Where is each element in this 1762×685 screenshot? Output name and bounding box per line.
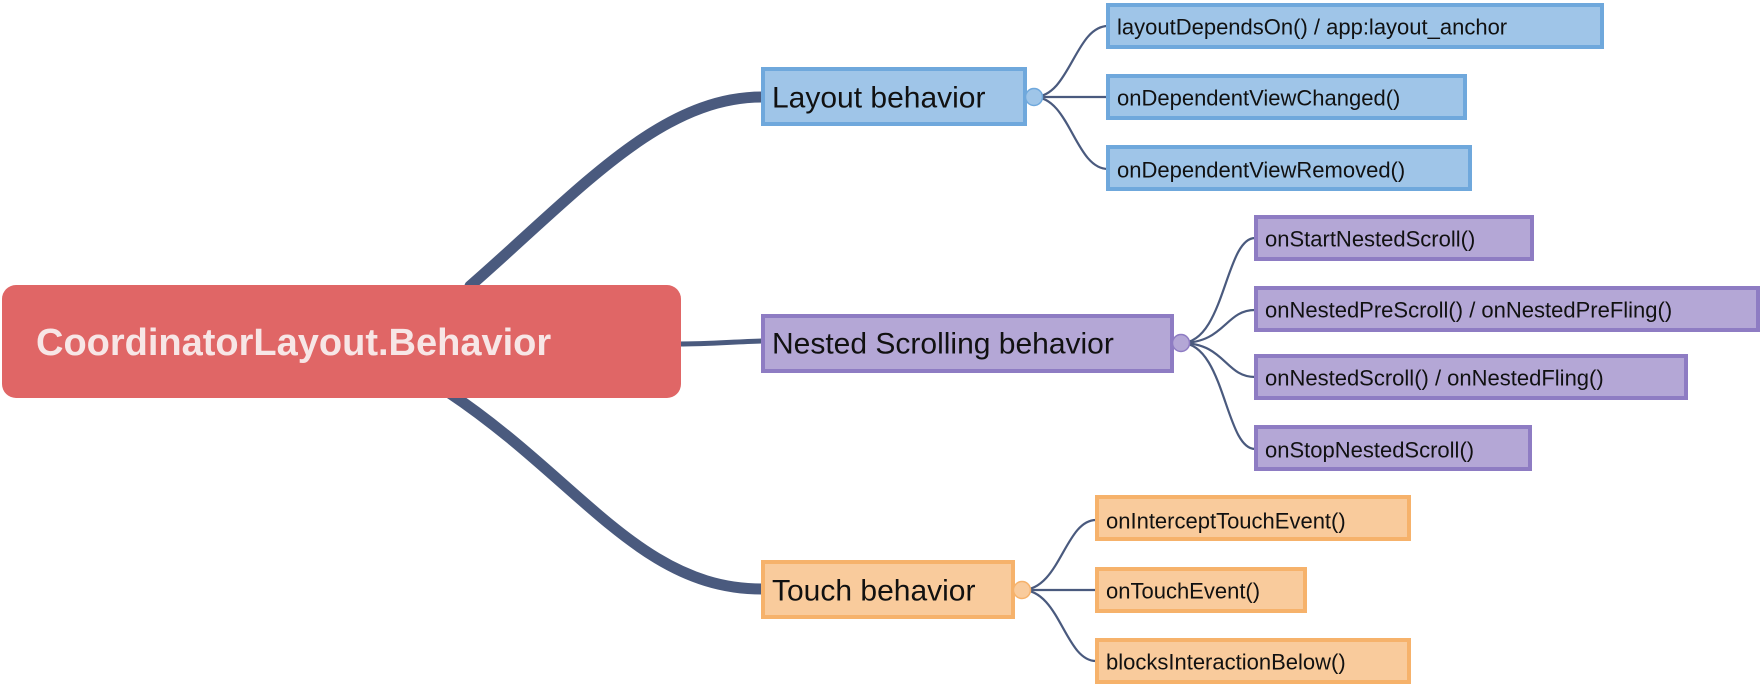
- branch-layout-children: layoutDependsOn() / app:layout_anchor on…: [1106, 3, 1604, 191]
- leaf-label: onStopNestedScroll(): [1265, 438, 1474, 463]
- root-label: CoordinatorLayout.Behavior: [36, 322, 551, 364]
- leaf-on-touch-event[interactable]: onTouchEvent(): [1095, 567, 1307, 613]
- leaf-on-stop-nested-scroll[interactable]: onStopNestedScroll(): [1254, 425, 1532, 471]
- leaf-on-nested-scroll[interactable]: onNestedScroll() / onNestedFling(): [1254, 354, 1688, 400]
- leaf-label: onDependentViewChanged(): [1117, 86, 1400, 111]
- root-to-nested-scrolling-connector: [675, 338, 765, 347]
- leaf-label: blocksInteractionBelow(): [1106, 650, 1346, 675]
- branch-connectors: [1021, 24, 1256, 663]
- touch-leaf-connector: [1021, 588, 1097, 663]
- leaf-label: layoutDependsOn() / app:layout_anchor: [1117, 15, 1507, 40]
- branch-layout[interactable]: Layout behavior: [761, 67, 1044, 126]
- branch-nested-scrolling-children: onStartNestedScroll() onNestedPreScroll(…: [1254, 215, 1760, 471]
- root-to-layout-connector: [464, 91, 768, 292]
- leaf-layout-depends-on[interactable]: layoutDependsOn() / app:layout_anchor: [1106, 3, 1604, 49]
- branch-touch-children: onInterceptTouchEvent() onTouchEvent() b…: [1095, 495, 1411, 684]
- root-to-touch-connector: [442, 386, 768, 595]
- nested-scrolling-leaf-connector: [1180, 341, 1256, 379]
- collapse-toggle-icon[interactable]: [1024, 87, 1044, 107]
- layout-leaf-connector: [1033, 95, 1109, 171]
- collapse-toggle-icon[interactable]: [1012, 580, 1032, 600]
- leaf-label: onTouchEvent(): [1106, 579, 1260, 604]
- leaf-on-intercept-touch-event[interactable]: onInterceptTouchEvent(): [1095, 495, 1411, 541]
- branch-layout-label: Layout behavior: [772, 82, 986, 115]
- leaf-on-start-nested-scroll[interactable]: onStartNestedScroll(): [1254, 215, 1534, 261]
- leaf-blocks-interaction-below[interactable]: blocksInteractionBelow(): [1095, 638, 1411, 684]
- root-connectors: [442, 91, 768, 595]
- collapse-toggle-icon[interactable]: [1171, 333, 1191, 353]
- touch-leaf-connector: [1021, 518, 1097, 592]
- leaf-on-dependent-view-removed[interactable]: onDependentViewRemoved(): [1106, 145, 1472, 191]
- leaf-label: onStartNestedScroll(): [1265, 227, 1475, 252]
- leaf-label: onNestedScroll() / onNestedFling(): [1265, 366, 1604, 391]
- layout-leaf-connector: [1033, 24, 1109, 99]
- leaf-label: onNestedPreScroll() / onNestedPreFling(): [1265, 298, 1672, 323]
- branch-touch-label: Touch behavior: [772, 575, 975, 608]
- leaf-label: onInterceptTouchEvent(): [1106, 509, 1346, 534]
- leaf-on-nested-pre-scroll[interactable]: onNestedPreScroll() / onNestedPreFling(): [1254, 286, 1760, 332]
- branch-nested-scrolling[interactable]: Nested Scrolling behavior: [761, 314, 1191, 373]
- nested-scrolling-leaf-connector: [1180, 308, 1256, 345]
- branch-touch[interactable]: Touch behavior: [761, 560, 1032, 619]
- root-node[interactable]: CoordinatorLayout.Behavior: [2, 285, 681, 398]
- nested-scrolling-leaf-connector: [1180, 236, 1256, 345]
- leaf-on-dependent-view-changed[interactable]: onDependentViewChanged(): [1106, 74, 1467, 120]
- leaf-label: onDependentViewRemoved(): [1117, 158, 1405, 183]
- nested-scrolling-leaf-connector: [1180, 341, 1256, 451]
- branch-nested-scrolling-label: Nested Scrolling behavior: [772, 328, 1114, 361]
